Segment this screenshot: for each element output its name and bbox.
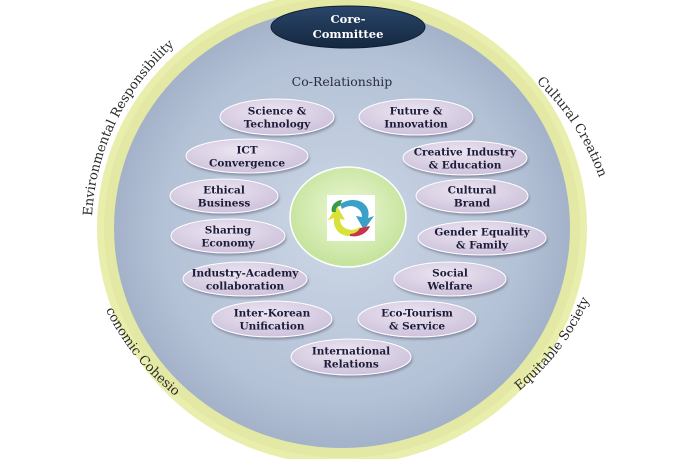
pill-label-line: Cultural — [448, 185, 497, 197]
co-relationship-label: Co-Relationship — [292, 74, 393, 89]
pill-shape — [169, 178, 279, 214]
pill-shape — [417, 220, 547, 256]
pill-label-line: Brand — [454, 198, 491, 210]
cycle-arrows-icon — [327, 195, 375, 241]
pill-shape — [415, 178, 529, 214]
pill-future-innovation: Future &Innovation — [358, 98, 474, 136]
program-pills: Science &Technology Future &InnovationICT… — [169, 98, 547, 376]
pill-eco-tourism-service: Eco-Tourism& Service — [357, 300, 477, 338]
pill-creative-industry-education: Creative Industry& Education — [402, 140, 528, 176]
pill-science-technology: Science &Technology — [219, 98, 335, 136]
pill-shape — [393, 261, 507, 297]
pill-label-line: Science & — [248, 106, 307, 118]
pill-label-line: Creative Industry — [414, 147, 517, 159]
pill-shape — [357, 300, 477, 338]
pill-gender-equality-family: Gender Equality& Family — [417, 220, 547, 256]
pill-label-line: Welfare — [426, 281, 472, 293]
pill-label-line: Eco-Tourism — [381, 308, 453, 320]
pill-label-line: Future & — [390, 106, 443, 118]
pill-label-line: Technology — [244, 119, 311, 131]
pill-label-line: Economy — [201, 238, 255, 250]
pill-label-line: & Family — [456, 240, 509, 252]
core-committee-line2: Committee — [313, 27, 384, 41]
pill-label-line: Unification — [239, 321, 304, 333]
pill-label-line: International — [312, 346, 390, 358]
pill-shape — [402, 140, 528, 176]
pill-label-line: Business — [198, 198, 251, 210]
pill-label-line: Sharing — [205, 225, 252, 237]
pill-shape — [290, 338, 412, 376]
pill-label-line: & Education — [429, 160, 502, 172]
pill-label-line: Relations — [323, 359, 379, 371]
pill-label-line: collaboration — [206, 281, 285, 293]
pill-shape — [170, 218, 286, 254]
pill-label-line: Convergence — [209, 158, 285, 170]
core-committee-line1: Core- — [331, 12, 366, 26]
pill-label-line: Social — [432, 268, 468, 280]
pill-label-line: Industry-Academy — [192, 268, 300, 280]
pill-label-line: Ethical — [203, 185, 245, 197]
pill-shape — [358, 98, 474, 136]
pill-label-line: & Service — [389, 321, 445, 333]
pill-shape — [219, 98, 335, 136]
core-committee-badge: Core- Committee — [270, 5, 426, 49]
pill-label-line: Inter-Korean — [234, 308, 311, 320]
pill-shape — [211, 300, 333, 338]
pill-label-line: Innovation — [384, 119, 448, 131]
pill-shape — [185, 138, 309, 174]
pill-shape — [182, 261, 308, 297]
pill-label-line: Gender Equality — [434, 227, 530, 239]
pill-label-line: ICT — [236, 145, 257, 157]
